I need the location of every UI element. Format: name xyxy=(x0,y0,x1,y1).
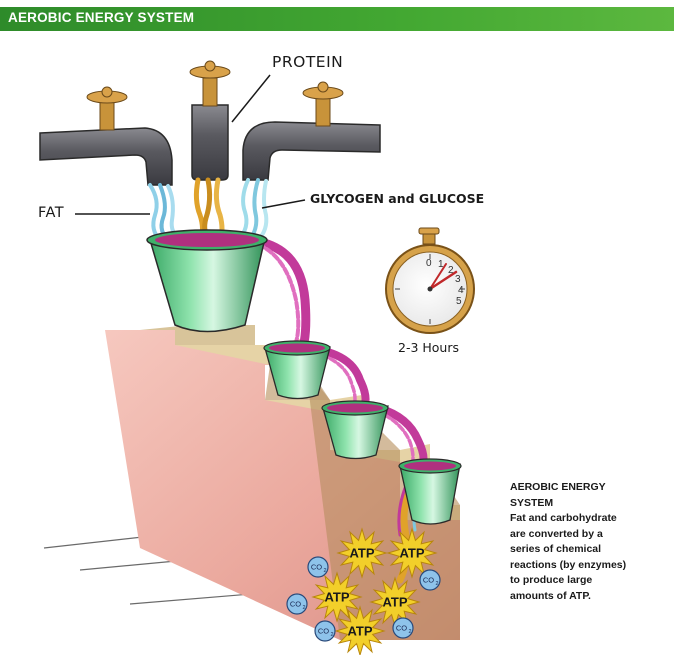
glycogen-leader-line xyxy=(262,200,305,208)
caption-body-line: to produce large xyxy=(510,573,660,589)
caption-heading-line: AEROBIC ENERGY xyxy=(510,480,660,496)
co2-subscript: 2 xyxy=(303,605,306,611)
glycogen-glucose-label: GLYCOGEN and GLUCOSE xyxy=(310,191,484,206)
protein-faucet xyxy=(190,61,230,180)
stopwatch-icon xyxy=(386,228,474,333)
co2-subscript: 2 xyxy=(331,632,334,638)
atp-label: ATP xyxy=(399,546,424,561)
caption-body-line: series of chemical xyxy=(510,542,660,558)
dial-number: 2 xyxy=(448,265,454,276)
atp-label: ATP xyxy=(324,590,349,605)
co2-subscript: 2 xyxy=(324,568,327,574)
co2-label: CO xyxy=(290,600,301,609)
fat-faucet xyxy=(40,87,172,185)
duration-label: 2-3 Hours xyxy=(398,340,459,355)
caption-body-line: Fat and carbohydrate xyxy=(510,511,660,527)
co2-subscript: 2 xyxy=(409,629,412,635)
co2-label: CO xyxy=(311,563,322,572)
glucose-faucet xyxy=(243,82,380,180)
atp-label: ATP xyxy=(382,595,407,610)
caption-body-line: are converted by a xyxy=(510,527,660,543)
co2-subscript: 2 xyxy=(436,581,439,587)
co2-label: CO xyxy=(396,624,407,633)
caption-body-line: reactions (by enzymes) xyxy=(510,558,660,574)
caption-body-line: amounts of ATP. xyxy=(510,589,660,605)
dial-number: 4 xyxy=(458,285,464,296)
atp-label: ATP xyxy=(347,624,372,639)
caption-heading-line: SYSTEM xyxy=(510,496,660,512)
dial-number: 1 xyxy=(438,259,444,270)
protein-label: PROTEIN xyxy=(272,53,343,71)
atp-label: ATP xyxy=(349,546,374,561)
dial-number: 0 xyxy=(426,258,432,269)
fat-label: FAT xyxy=(38,205,64,221)
co2-label: CO xyxy=(318,627,329,636)
description-caption: AEROBIC ENERGY SYSTEM Fat and carbohydra… xyxy=(510,480,660,604)
dial-number: 5 xyxy=(456,296,462,307)
pot-large xyxy=(147,230,267,332)
protein-leader-line xyxy=(232,75,270,122)
dial-number: 3 xyxy=(455,274,461,285)
co2-label: CO xyxy=(423,576,434,585)
